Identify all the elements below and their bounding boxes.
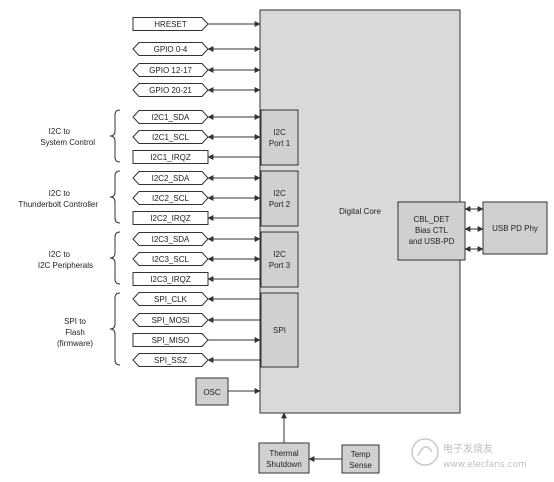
usb-pd-phy-block: USB PD Phy (482, 201, 548, 255)
group-1-line1: I2C to (49, 127, 71, 136)
signal-i2c3-sda: I2C3_SDA (132, 232, 261, 246)
group-2-line2: Thunderbolt Controller (18, 200, 98, 209)
signal-label: SPI_MOSI (152, 316, 190, 325)
osc-label: OSC (203, 388, 221, 397)
signal-label: I2C1_SCL (152, 133, 189, 142)
signal-spi-miso: SPI_MISO (132, 333, 261, 347)
signal-gpio-12-17: GPIO 12-17 (132, 63, 261, 77)
i2c-port-1-block: I2C Port 1 (260, 109, 299, 166)
spi-port-block: SPI (260, 292, 299, 368)
signal-label: GPIO 0-4 (154, 45, 188, 54)
signal-label: I2C1_SDA (152, 113, 190, 122)
signal-shape (132, 333, 209, 347)
signal-label: I2C3_IRQZ (150, 275, 191, 284)
signal-label: I2C1_IRQZ (150, 153, 191, 162)
group-1-line2: System Control (40, 138, 95, 147)
i2c-port-3-line2: Port 3 (269, 261, 291, 270)
group-3-line1: I2C to (49, 250, 71, 259)
cbl-det-line1: CBL_DET (413, 215, 449, 224)
signal-shape (132, 150, 209, 164)
i2c-port-2-line1: I2C (273, 189, 286, 198)
group-brackets (109, 109, 121, 366)
signal-label: SPI_MISO (152, 336, 190, 345)
signal-gpio-20-21: GPIO 20-21 (132, 83, 261, 97)
signal-shape (132, 17, 209, 31)
i2c-port-1-line2: Port 1 (269, 139, 291, 148)
watermark: 电子发烧友 www.elecfans.com (411, 438, 527, 470)
signal-label: I2C3_SDA (152, 235, 190, 244)
thermal-line1: Thermal (269, 449, 299, 458)
temp-line1: Temp (351, 450, 371, 459)
signal-label: SPI_CLK (154, 295, 188, 304)
signal-spi-ssz: SPI_SSZ (132, 353, 260, 367)
signal-label: GPIO 12-17 (149, 66, 192, 75)
signal-spi-clk: SPI_CLK (132, 292, 260, 306)
spi-port-label: SPI (273, 326, 286, 335)
signal-spi-mosi: SPI_MOSI (132, 313, 260, 327)
i2c-port-2-line2: Port 2 (269, 200, 291, 209)
group-4-line2: Flash (65, 328, 85, 337)
temp-sense-block: Temp Sense (341, 444, 380, 474)
usb-pd-phy-label: USB PD Phy (492, 224, 538, 233)
signal-label: SPI_SSZ (154, 356, 187, 365)
group-4-line3: (firmware) (57, 339, 93, 348)
watermark-url: www.elecfans.com (443, 460, 527, 470)
signal-i2c1-irqz: I2C1_IRQZ (132, 150, 260, 164)
signal-label: HRESET (154, 20, 187, 29)
signal-label: GPIO 20-21 (149, 86, 192, 95)
signal-gpio-0-4: GPIO 0-4 (132, 42, 261, 56)
osc-block: OSC (195, 377, 229, 406)
watermark-logo-icon (411, 438, 439, 466)
signal-label: I2C3_SCL (152, 255, 189, 264)
signal-i2c2-sda: I2C2_SDA (132, 171, 261, 185)
cbl-det-block: CBL_DET Bias CTL and USB-PD (397, 201, 466, 261)
signal-label: I2C2_SCL (152, 194, 189, 203)
signal-label: I2C2_IRQZ (150, 214, 191, 223)
group-4-line1: SPI to (64, 317, 86, 326)
signal-shape (132, 211, 209, 225)
i2c-port-3-line1: I2C (273, 250, 286, 259)
i2c-port-3-block: I2C Port 3 (260, 231, 299, 288)
signal-i2c1-scl: I2C1_SCL (132, 130, 261, 144)
cbl-to-phy-arrows (464, 206, 484, 252)
i2c-port-1-line1: I2C (273, 128, 286, 137)
cbl-det-line3: and USB-PD (409, 237, 455, 246)
group-3-line2: I2C Peripherals (38, 261, 93, 270)
i2c-port-2-block: I2C Port 2 (260, 170, 299, 227)
group-2-line1: I2C to (49, 189, 71, 198)
temp-line2: Sense (349, 461, 372, 470)
signal-i2c3-scl: I2C3_SCL (132, 252, 261, 266)
signal-i2c2-scl: I2C2_SCL (132, 191, 261, 205)
signal-i2c3-irqz: I2C3_IRQZ (132, 272, 260, 286)
signal-i2c2-irqz: I2C2_IRQZ (132, 211, 260, 225)
digital-core-label: Digital Core (339, 207, 381, 216)
thermal-line2: Shutdown (266, 460, 302, 469)
signal-shape (132, 272, 209, 286)
signal-i2c1-sda: I2C1_SDA (132, 110, 261, 124)
thermal-shutdown-block: Thermal Shutdown (258, 442, 310, 474)
cbl-det-line2: Bias CTL (415, 226, 448, 235)
watermark-cn: 电子发烧友 (443, 442, 493, 455)
signal-hreset: HRESET (132, 17, 261, 31)
signal-label: I2C2_SDA (152, 174, 190, 183)
